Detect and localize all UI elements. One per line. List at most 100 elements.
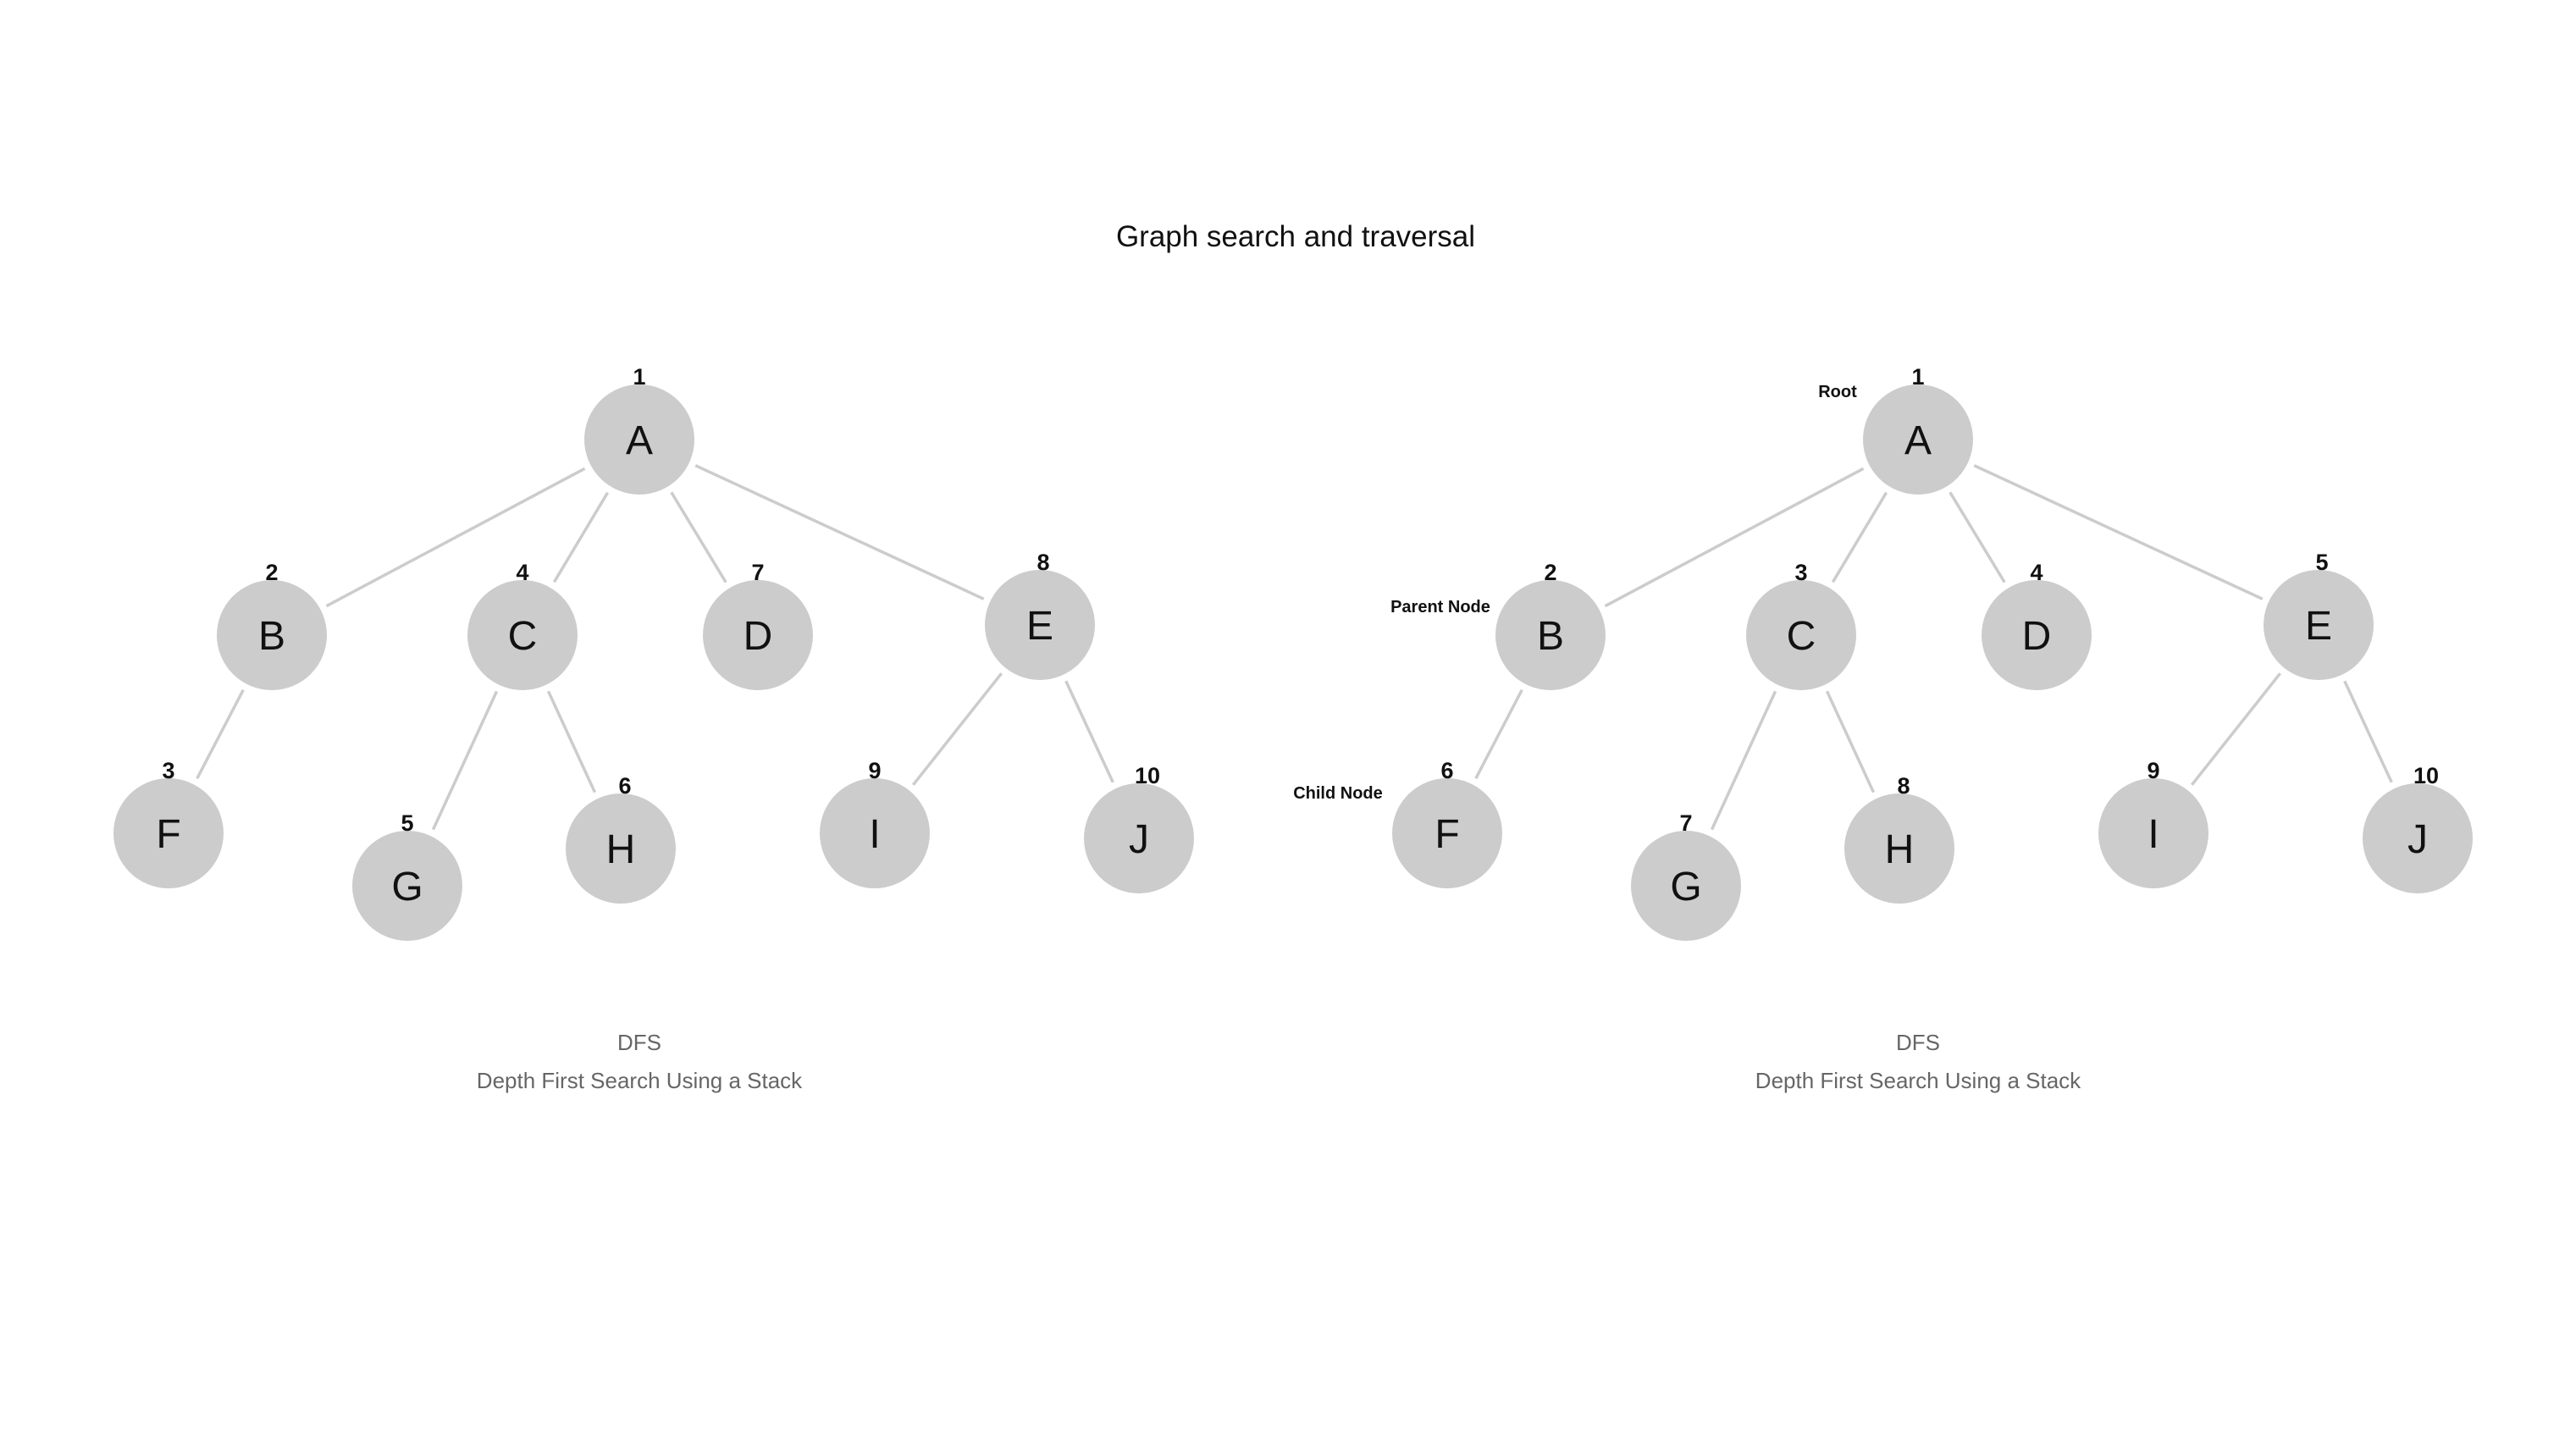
annotation-root: Root (1818, 383, 1857, 401)
visit-order-label: 4 (2030, 560, 2043, 585)
node-circle (1495, 580, 1606, 690)
diagram-caption-short: DFS (1896, 1030, 1940, 1055)
visit-order-label: 1 (1911, 364, 1924, 390)
visit-order-label: 6 (1440, 758, 1453, 783)
node-label: F (156, 812, 180, 857)
edge-c-g (1710, 690, 1777, 831)
node-circle (113, 778, 224, 888)
node-a: A1 (584, 364, 694, 495)
node-e: E5 (2264, 550, 2374, 680)
node-label: J (2407, 817, 2428, 862)
visit-order-label: 2 (1544, 560, 1556, 585)
visit-order-label: 4 (516, 560, 528, 585)
node-i: I9 (820, 758, 930, 888)
node-b: B2 (1495, 560, 1606, 690)
node-d: D4 (1982, 560, 2092, 690)
node-d: D7 (703, 560, 813, 690)
node-circle (985, 570, 1095, 680)
edge-c-h (546, 690, 597, 793)
diagram-caption-long: Depth First Search Using a Stack (477, 1068, 803, 1093)
visit-order-label: 8 (1897, 773, 1910, 799)
visit-order-label: 3 (1794, 560, 1807, 585)
node-g: G7 (1631, 810, 1741, 941)
node-label: D (744, 614, 773, 659)
node-circle (352, 831, 462, 941)
diagram-caption-short: DFS (617, 1030, 661, 1055)
node-i: I9 (2098, 758, 2208, 888)
node-circle (820, 778, 930, 888)
node-circle (1982, 580, 2092, 690)
node-b: B2 (217, 560, 327, 690)
node-e: E8 (985, 550, 1095, 680)
edge-c-g (431, 690, 499, 831)
node-f: F6 (1392, 758, 1502, 888)
node-h: H8 (1844, 773, 1954, 904)
edge-b-f (1474, 688, 1523, 780)
edge-a-b (325, 467, 586, 608)
node-label: I (869, 812, 880, 857)
edge-a-b (1604, 467, 1865, 608)
edge-e-j (2343, 680, 2393, 783)
edge-a-e (1973, 464, 2264, 600)
node-circle (584, 384, 694, 495)
edge-e-i (2190, 672, 2282, 786)
visit-order-label: 3 (162, 758, 174, 783)
node-circle (2363, 783, 2473, 893)
visit-order-label: 7 (751, 560, 764, 585)
node-label: J (1129, 817, 1149, 862)
edge-a-c (1831, 491, 1888, 583)
node-c: C3 (1746, 560, 1856, 690)
node-circle (2264, 570, 2374, 680)
visit-order-label: 5 (2315, 550, 2328, 575)
node-label: B (1537, 614, 1564, 659)
node-circle (467, 580, 578, 690)
visit-order-label: 10 (2413, 763, 2439, 788)
annotation-child-node: Child Node (1293, 784, 1383, 803)
diagram-caption-long: Depth First Search Using a Stack (1755, 1068, 2081, 1093)
node-label: A (1904, 418, 1932, 463)
visit-order-label: 6 (618, 773, 631, 799)
node-label: E (1026, 604, 1053, 649)
node-label: B (258, 614, 285, 659)
node-a: A1 (1863, 364, 1973, 495)
edge-e-i (911, 672, 1003, 786)
node-label: A (626, 418, 653, 463)
node-c: C4 (467, 560, 578, 690)
node-circle (1746, 580, 1856, 690)
page-title: Graph search and traversal (1116, 220, 1475, 253)
node-label: D (2022, 614, 2052, 659)
node-label: H (606, 827, 636, 872)
node-label: G (1670, 865, 1701, 909)
node-circle (1863, 384, 1973, 495)
node-j: J 10 (2363, 763, 2473, 893)
node-label: C (508, 614, 538, 659)
node-label: E (2305, 604, 2332, 649)
node-label: H (1885, 827, 1915, 872)
node-g: G5 (352, 810, 462, 941)
visit-order-label: 10 (1135, 763, 1160, 788)
node-circle (1631, 831, 1741, 941)
node-circle (703, 580, 813, 690)
visit-order-label: 7 (1679, 810, 1692, 836)
edge-e-j (1064, 680, 1114, 783)
node-circle (1392, 778, 1502, 888)
visit-order-label: 5 (401, 810, 413, 836)
node-circle (1844, 793, 1954, 904)
visit-order-label: 2 (265, 560, 278, 585)
node-circle (217, 580, 327, 690)
visit-order-label: 1 (633, 364, 645, 390)
edge-a-e (694, 464, 985, 600)
edge-c-h (1825, 690, 1876, 793)
visit-order-label: 9 (2147, 758, 2159, 783)
node-label: G (391, 865, 423, 909)
node-label: I (2148, 812, 2159, 857)
node-f: F3 (113, 758, 224, 888)
node-j: J 10 (1084, 763, 1194, 893)
visit-order-label: 8 (1036, 550, 1049, 575)
edge-a-d (1949, 491, 2006, 583)
annotation-parent-node: Parent Node (1390, 598, 1490, 616)
node-circle (2098, 778, 2208, 888)
